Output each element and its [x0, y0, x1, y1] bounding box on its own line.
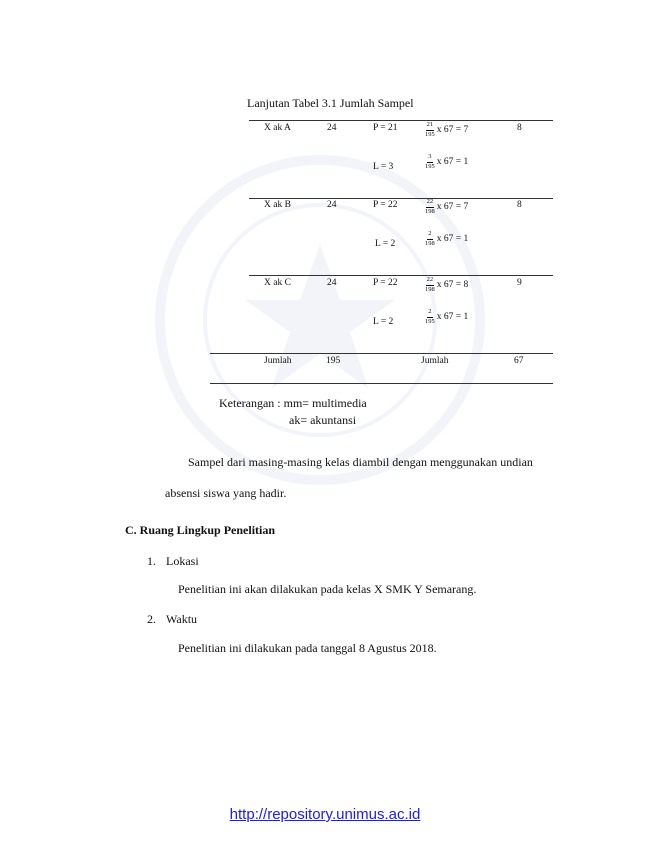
cell-jumlah: 24 — [327, 123, 337, 133]
cell-gender-p: P = 22 — [373, 200, 398, 210]
table-rule-row-2 — [249, 275, 553, 276]
repository-link[interactable]: http://repository.unimus.ac.id — [229, 806, 421, 823]
cell-jumlah: 24 — [327, 200, 337, 210]
cell-sampel: 8 — [517, 200, 522, 210]
total-label-2: Jumlah — [421, 356, 449, 366]
total-jumlah: 195 — [326, 356, 341, 366]
section-heading: C. Ruang Lingkup Penelitian — [125, 523, 276, 537]
list-item-text: Penelitian ini akan dilakukan pada kelas… — [178, 582, 477, 596]
cell-sampel: 9 — [517, 278, 522, 288]
list-item-number: 1. — [147, 554, 156, 568]
total-sampel: 67 — [514, 356, 524, 366]
keterangan-line-2: ak= akuntansi — [289, 413, 357, 427]
total-label: Jumlah — [264, 356, 292, 366]
list-item-number: 2. — [147, 612, 156, 626]
list-item-text: Penelitian ini dilakukan pada tanggal 8 … — [178, 641, 437, 655]
list-item-label: Waktu — [166, 612, 198, 626]
table-rule-row-1 — [249, 198, 553, 199]
list-item-label: Lokasi — [166, 554, 199, 568]
cell-jumlah: 24 — [327, 278, 337, 288]
cell-kelas: X ak B — [264, 200, 291, 210]
cell-sampel: 8 — [517, 123, 522, 133]
watermark-emblem — [155, 155, 485, 485]
cell-gender-l: L = 3 — [373, 162, 394, 172]
cell-gender-l: L = 2 — [373, 317, 394, 327]
table-rule-bottom — [210, 383, 553, 384]
cell-gender-l: L = 2 — [375, 239, 396, 249]
table-caption: Lanjutan Tabel 3.1 Jumlah Sampel — [247, 96, 414, 110]
cell-kelas: X ak C — [264, 278, 291, 288]
table-rule-total — [210, 353, 553, 354]
keterangan-line-1: Keterangan : mm= multimedia — [219, 396, 367, 410]
cell-gender-p: P = 22 — [373, 278, 398, 288]
cell-kelas: X ak A — [264, 123, 291, 133]
paragraph-line-1: Sampel dari masing-masing kelas diambil … — [188, 455, 533, 469]
cell-gender-p: P = 21 — [373, 123, 398, 133]
table-rule-top — [249, 120, 553, 121]
paragraph-line-2: absensi siswa yang hadir. — [165, 486, 287, 500]
